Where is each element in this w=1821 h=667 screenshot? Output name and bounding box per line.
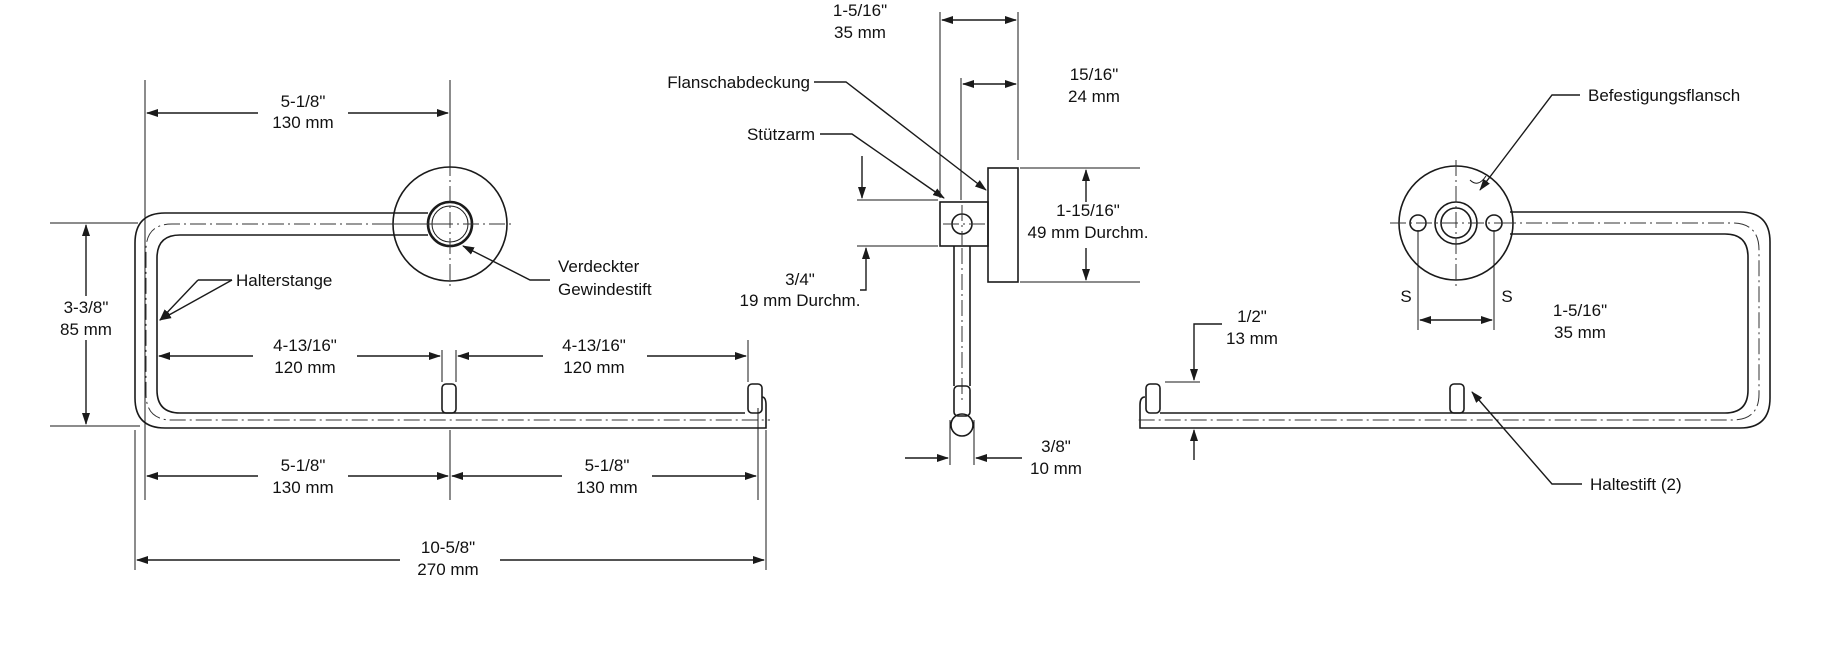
front-view: 5-1/8" 130 mm 3-3/8" 85 mm 4-13/16" 120 … xyxy=(50,80,770,582)
front-dim-bl-in: 5-1/8" xyxy=(281,456,326,475)
side-bar xyxy=(953,246,971,386)
back-pin-end xyxy=(1145,383,1161,414)
back-dim-pin-mm: 13 mm xyxy=(1226,329,1278,348)
front-dim-left-in: 4-13/16" xyxy=(273,336,337,355)
front-dim-total-mm: 270 mm xyxy=(417,560,478,579)
side-dim-dia-in: 1-15/16" xyxy=(1056,201,1120,220)
back-towel-bar xyxy=(1139,211,1771,429)
front-pin-middle xyxy=(441,383,457,414)
side-dim-pin-mm: 10 mm xyxy=(1030,459,1082,478)
front-dim-total-in: 10-5/8" xyxy=(421,538,475,557)
back-dim-pin-in: 1/2" xyxy=(1237,307,1267,326)
front-label-bar: Halterstange xyxy=(236,271,332,290)
front-dim-right-in: 4-13/16" xyxy=(562,336,626,355)
side-label-cover: Flanschabdeckung xyxy=(667,73,810,92)
front-label-setscrew-2: Gewindestift xyxy=(558,280,652,299)
front-dim-bl-mm: 130 mm xyxy=(272,478,333,497)
back-label-pin: Haltestift (2) xyxy=(1590,475,1682,494)
side-dim-arm-mm: 19 mm Durchm. xyxy=(740,291,861,310)
front-pin-end xyxy=(747,383,763,414)
front-dim-br-mm: 130 mm xyxy=(576,478,637,497)
side-label-arm: Stützarm xyxy=(747,125,815,144)
front-centerline xyxy=(145,223,770,421)
back-dim-holes-mm: 35 mm xyxy=(1554,323,1606,342)
front-towel-bar xyxy=(134,212,767,429)
back-label-s-right: S xyxy=(1501,287,1512,306)
side-flange xyxy=(987,167,1019,283)
side-dim-dia-mm: 49 mm Durchm. xyxy=(1028,223,1149,242)
side-dim-arm-in: 3/4" xyxy=(785,270,815,289)
side-view: 1-5/16" 35 mm 15/16" 24 mm 1-15/16" 49 m… xyxy=(667,1,1148,478)
side-arm-block xyxy=(939,201,989,247)
side-dim-flange-in: 15/16" xyxy=(1070,65,1119,84)
side-dim-top-mm: 35 mm xyxy=(834,23,886,42)
side-dim-flange-mm: 24 mm xyxy=(1068,87,1120,106)
front-dim-left-mm: 120 mm xyxy=(274,358,335,377)
back-label-flange: Befestigungsflansch xyxy=(1588,86,1740,105)
front-dim-height-mm: 85 mm xyxy=(60,320,112,339)
front-dim-top-in: 5-1/8" xyxy=(281,92,326,111)
back-label-s-left: S xyxy=(1400,287,1411,306)
front-label-setscrew-1: Verdeckter xyxy=(558,257,640,276)
front-dim-br-in: 5-1/8" xyxy=(585,456,630,475)
back-view: Befestigungsflansch S S 1-5/16" 35 mm 1/… xyxy=(1135,86,1771,494)
side-dim-top-in: 1-5/16" xyxy=(833,1,887,20)
front-dim-height-in: 3-3/8" xyxy=(64,298,109,317)
back-pin-middle xyxy=(1449,383,1465,414)
back-dim-holes-in: 1-5/16" xyxy=(1553,301,1607,320)
side-dim-pin-in: 3/8" xyxy=(1041,437,1071,456)
front-dim-right-mm: 120 mm xyxy=(563,358,624,377)
front-dim-top-mm: 130 mm xyxy=(272,113,333,132)
